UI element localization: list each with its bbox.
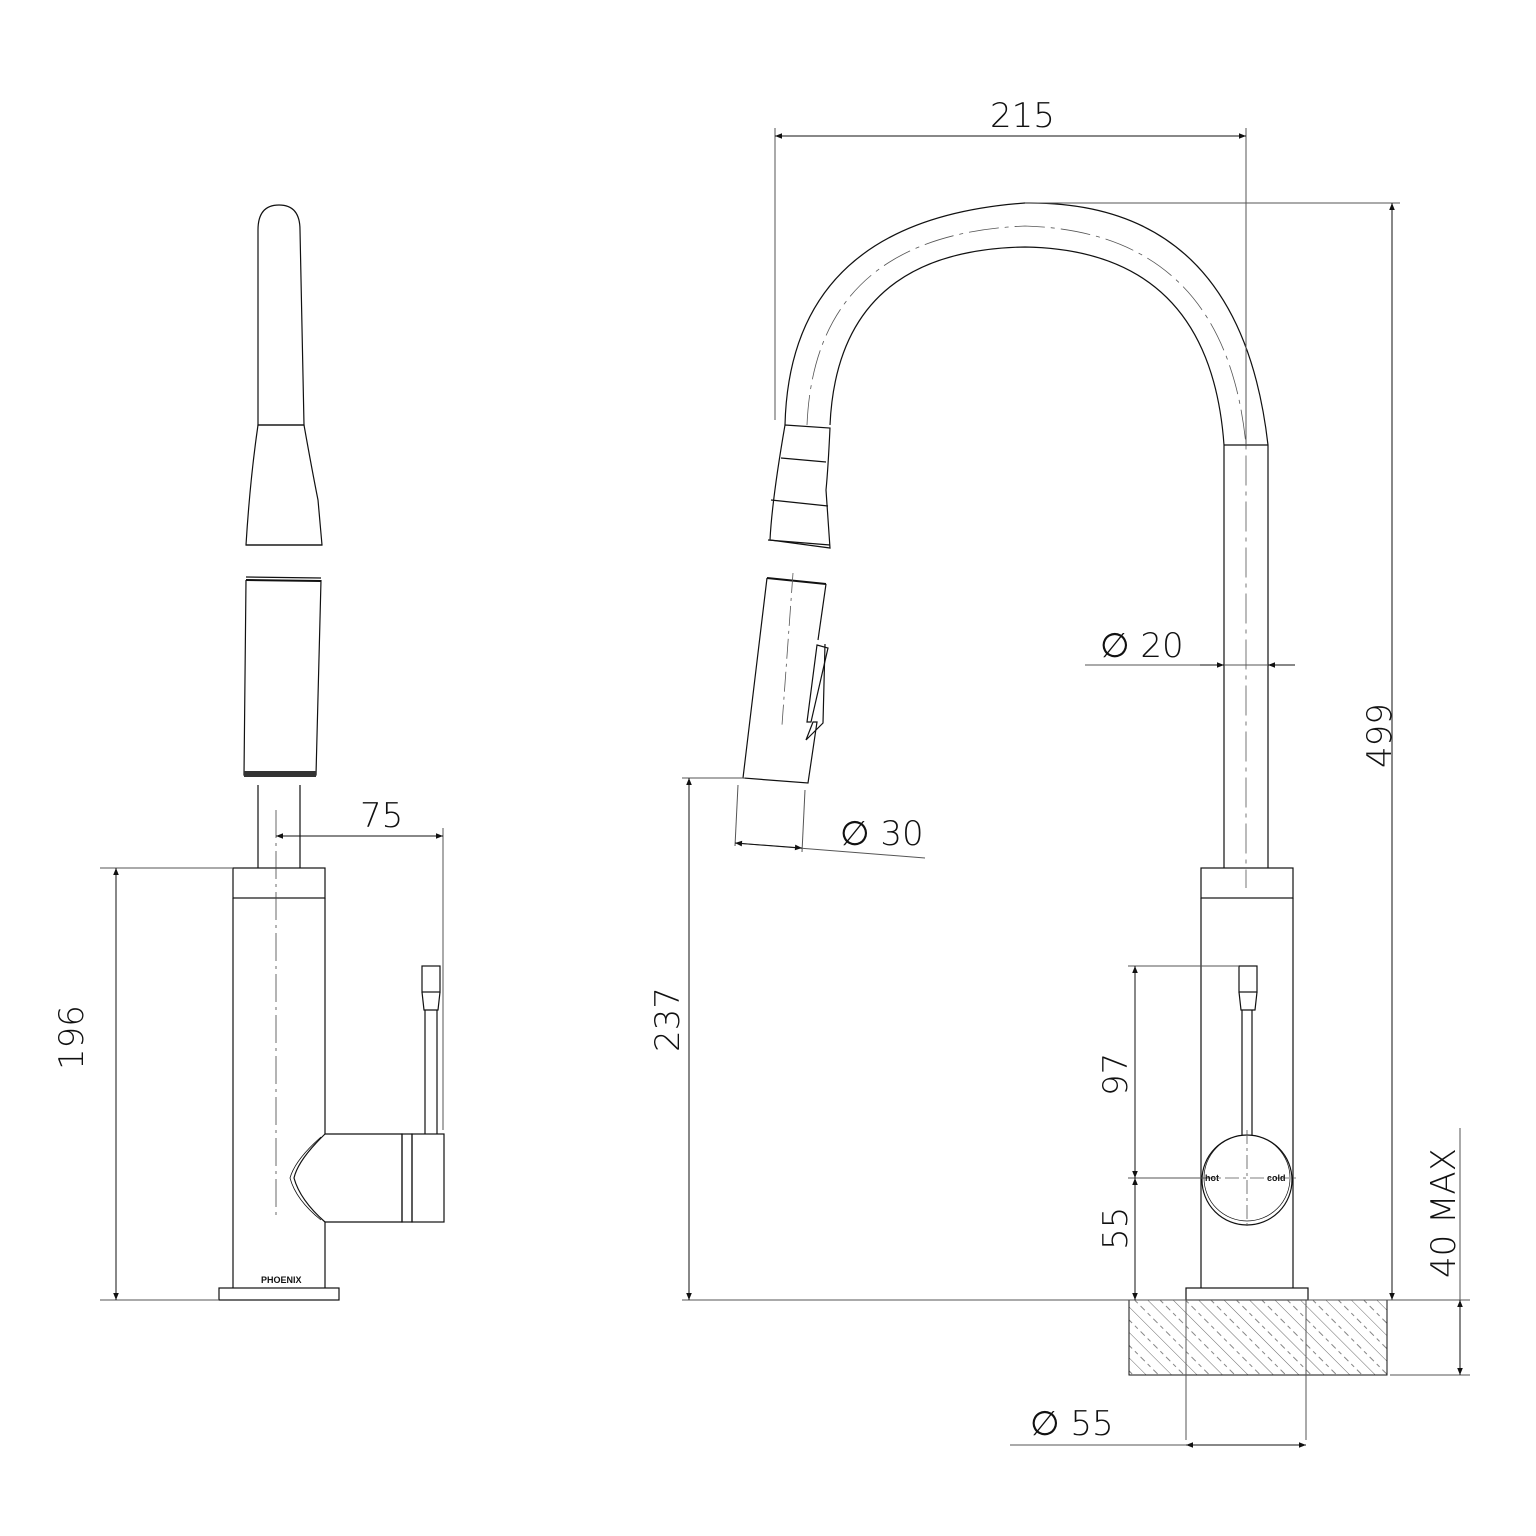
- bench-section: [1128, 1299, 1388, 1440]
- dim-lever-height: 97: [1096, 1052, 1136, 1096]
- cold-label: cold: [1267, 1173, 1286, 1183]
- side-view-dimensions: [100, 828, 444, 1301]
- dim-outlet-height: 237: [648, 987, 688, 1052]
- brand-mark: PHOENIX: [261, 1275, 302, 1285]
- dim-bench-thickness: 40 MAX: [1424, 1148, 1464, 1278]
- front-view-dimensions: [682, 128, 1470, 1448]
- dim-spout-diameter: ∅ 20: [1100, 626, 1184, 666]
- side-view: [218, 204, 445, 1301]
- dim-spray-diameter: ∅ 30: [840, 814, 924, 854]
- dim-handle-center-height: 55: [1096, 1206, 1136, 1250]
- dim-lever-offset: 75: [360, 796, 404, 836]
- dim-spout-reach: 215: [990, 96, 1055, 136]
- front-view: [742, 202, 1309, 1301]
- hot-label: hot: [1205, 1173, 1219, 1183]
- dim-body-height: 196: [52, 1005, 92, 1070]
- dim-overall-height: 499: [1360, 703, 1400, 768]
- dim-base-diameter: ∅ 55: [1030, 1404, 1114, 1444]
